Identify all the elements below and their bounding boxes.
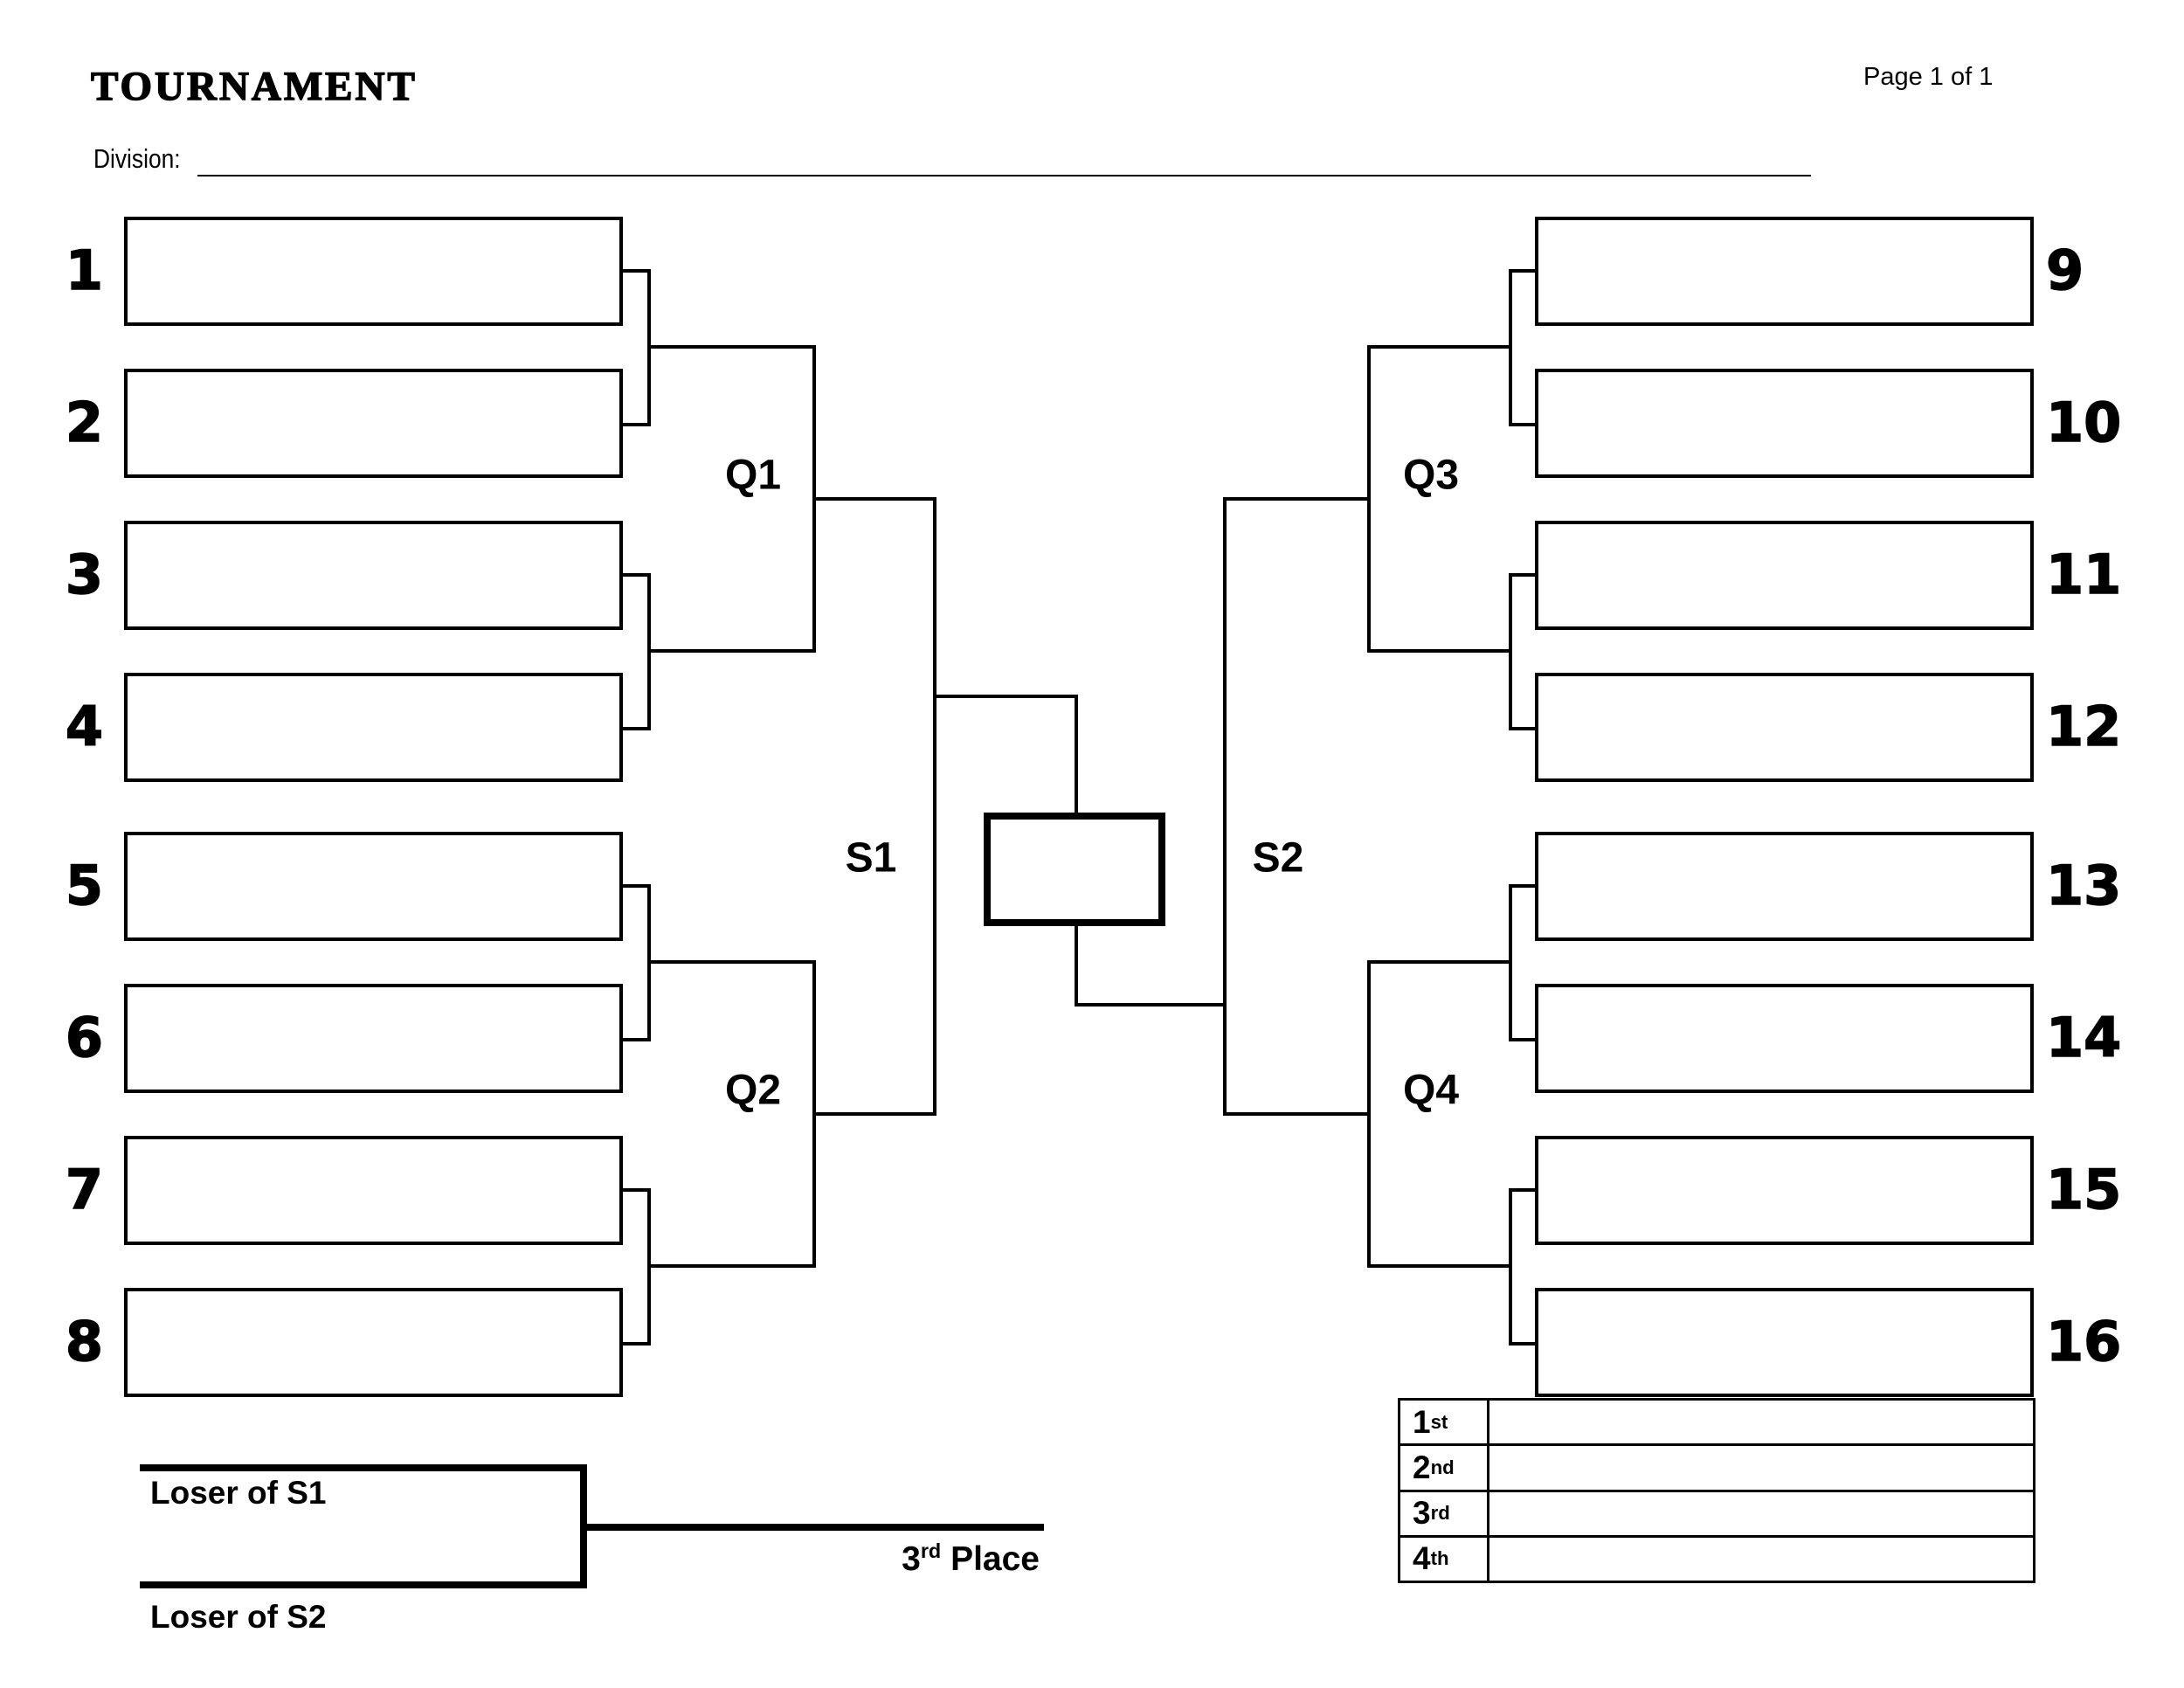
entry-box-seed-8[interactable] bbox=[124, 1288, 623, 1397]
pair-bracket-13-14 bbox=[1509, 884, 1537, 1041]
seed-label-11: 11 bbox=[2045, 543, 2122, 607]
entry-box-seed-15[interactable] bbox=[1535, 1136, 2034, 1245]
label-q4: Q4 bbox=[1402, 1067, 1460, 1114]
seed-label-7: 7 bbox=[65, 1158, 104, 1222]
connector-line bbox=[647, 960, 816, 964]
q3-winner-line bbox=[1223, 497, 1371, 501]
entry-box-seed-12[interactable] bbox=[1535, 673, 2034, 782]
rank-number: 4 bbox=[1413, 1540, 1431, 1577]
seed-label-4: 4 bbox=[65, 695, 104, 759]
entry-box-seed-16[interactable] bbox=[1535, 1288, 2034, 1397]
label-q3: Q3 bbox=[1402, 452, 1460, 499]
seed-label-3: 3 bbox=[65, 543, 104, 607]
division-label: Division: bbox=[93, 143, 181, 174]
third-place-suffix: rd bbox=[920, 1539, 942, 1562]
page-title: TOURNAMENT bbox=[90, 63, 418, 110]
entry-box-seed-3[interactable] bbox=[124, 521, 623, 630]
rank-suffix: nd bbox=[1430, 1456, 1455, 1478]
rank-suffix: th bbox=[1430, 1547, 1449, 1570]
entry-box-seed-13[interactable] bbox=[1535, 832, 2034, 941]
s1-bracket-line bbox=[933, 497, 936, 1116]
seed-label-8: 8 bbox=[65, 1310, 104, 1374]
connector-line bbox=[1367, 345, 1512, 349]
rank-number: 1 bbox=[1413, 1403, 1431, 1440]
connector-line bbox=[1367, 960, 1512, 964]
entry-box-seed-5[interactable] bbox=[124, 832, 623, 941]
final-feed-line-bottom bbox=[1075, 926, 1078, 1007]
loser-of-s1-label: Loser of S1 bbox=[150, 1475, 327, 1511]
page-number: Page 1 of 1 bbox=[1863, 63, 1994, 91]
q4-winner-line bbox=[1223, 1112, 1371, 1116]
seed-label-6: 6 bbox=[65, 1006, 104, 1070]
q3-bracket-line bbox=[1367, 345, 1371, 653]
entry-box-seed-6[interactable] bbox=[124, 984, 623, 1093]
seed-label-12: 12 bbox=[2045, 695, 2122, 759]
q2-winner-line bbox=[812, 1112, 936, 1116]
entry-box-seed-7[interactable] bbox=[124, 1136, 623, 1245]
entry-box-seed-2[interactable] bbox=[124, 369, 623, 478]
seed-label-16: 16 bbox=[2045, 1310, 2122, 1374]
seed-label-15: 15 bbox=[2045, 1158, 2122, 1222]
third-place-number: 3 bbox=[902, 1540, 921, 1578]
third-place-label: 3rd Place bbox=[821, 1539, 1040, 1579]
connector-line bbox=[647, 345, 816, 349]
final-feed-line-top bbox=[1075, 695, 1078, 813]
standings-value-2nd[interactable] bbox=[1489, 1446, 2033, 1489]
q4-bracket-line bbox=[1367, 960, 1371, 1268]
q1-winner-line bbox=[812, 497, 936, 501]
rank-suffix: rd bbox=[1430, 1502, 1450, 1525]
s2-bracket-line bbox=[1223, 497, 1227, 1116]
standings-value-4th[interactable] bbox=[1489, 1538, 2033, 1581]
label-q1: Q1 bbox=[724, 452, 782, 499]
rank-number: 3 bbox=[1413, 1495, 1431, 1532]
pair-bracket-11-12 bbox=[1509, 573, 1537, 730]
seed-label-9: 9 bbox=[2045, 239, 2084, 303]
s1-winner-line bbox=[933, 695, 1078, 698]
standings-value-3rd[interactable] bbox=[1489, 1492, 2033, 1535]
entry-box-seed-4[interactable] bbox=[124, 673, 623, 782]
s2-winner-line bbox=[1075, 1003, 1227, 1007]
seed-label-2: 2 bbox=[65, 391, 104, 455]
standings-value-1st[interactable] bbox=[1489, 1401, 2033, 1443]
entry-box-seed-11[interactable] bbox=[1535, 521, 2034, 630]
label-s1: S1 bbox=[845, 834, 897, 882]
third-place-word: Place bbox=[941, 1540, 1040, 1578]
pair-bracket-9-10 bbox=[1509, 269, 1537, 426]
connector-line bbox=[1367, 1264, 1512, 1268]
seed-label-5: 5 bbox=[65, 854, 104, 918]
loser-of-s2-label: Loser of S2 bbox=[150, 1599, 327, 1635]
seed-label-10: 10 bbox=[2045, 391, 2122, 455]
final-winner-box[interactable] bbox=[984, 813, 1165, 926]
entry-box-seed-10[interactable] bbox=[1535, 369, 2034, 478]
label-q2: Q2 bbox=[724, 1067, 782, 1114]
pair-bracket-15-16 bbox=[1509, 1188, 1537, 1346]
entry-box-seed-14[interactable] bbox=[1535, 984, 2034, 1093]
seed-label-13: 13 bbox=[2045, 854, 2122, 918]
label-s2: S2 bbox=[1252, 834, 1304, 882]
division-input-line[interactable] bbox=[197, 175, 1811, 176]
connector-line bbox=[647, 1264, 816, 1268]
seed-label-1: 1 bbox=[65, 239, 104, 303]
connector-line bbox=[647, 649, 816, 653]
seed-label-14: 14 bbox=[2045, 1006, 2122, 1070]
rank-suffix: st bbox=[1430, 1410, 1448, 1433]
third-place-winner-line[interactable] bbox=[587, 1524, 1044, 1531]
entry-box-seed-1[interactable] bbox=[124, 217, 623, 326]
entry-box-seed-9[interactable] bbox=[1535, 217, 2034, 326]
connector-line bbox=[1367, 649, 1512, 653]
third-place-bracket bbox=[140, 1464, 587, 1588]
rank-number: 2 bbox=[1413, 1449, 1431, 1485]
